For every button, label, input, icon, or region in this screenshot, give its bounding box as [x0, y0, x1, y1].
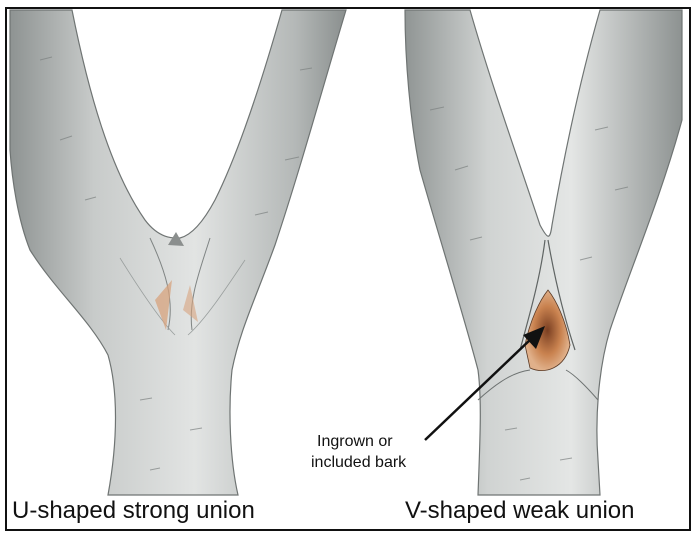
caption-u-shaped: U-shaped strong union [12, 498, 255, 524]
annotation-line-2: included bark [311, 453, 406, 472]
caption-v-shaped: V-shaped weak union [405, 498, 635, 524]
annotation-line-1: Ingrown or [317, 432, 393, 451]
